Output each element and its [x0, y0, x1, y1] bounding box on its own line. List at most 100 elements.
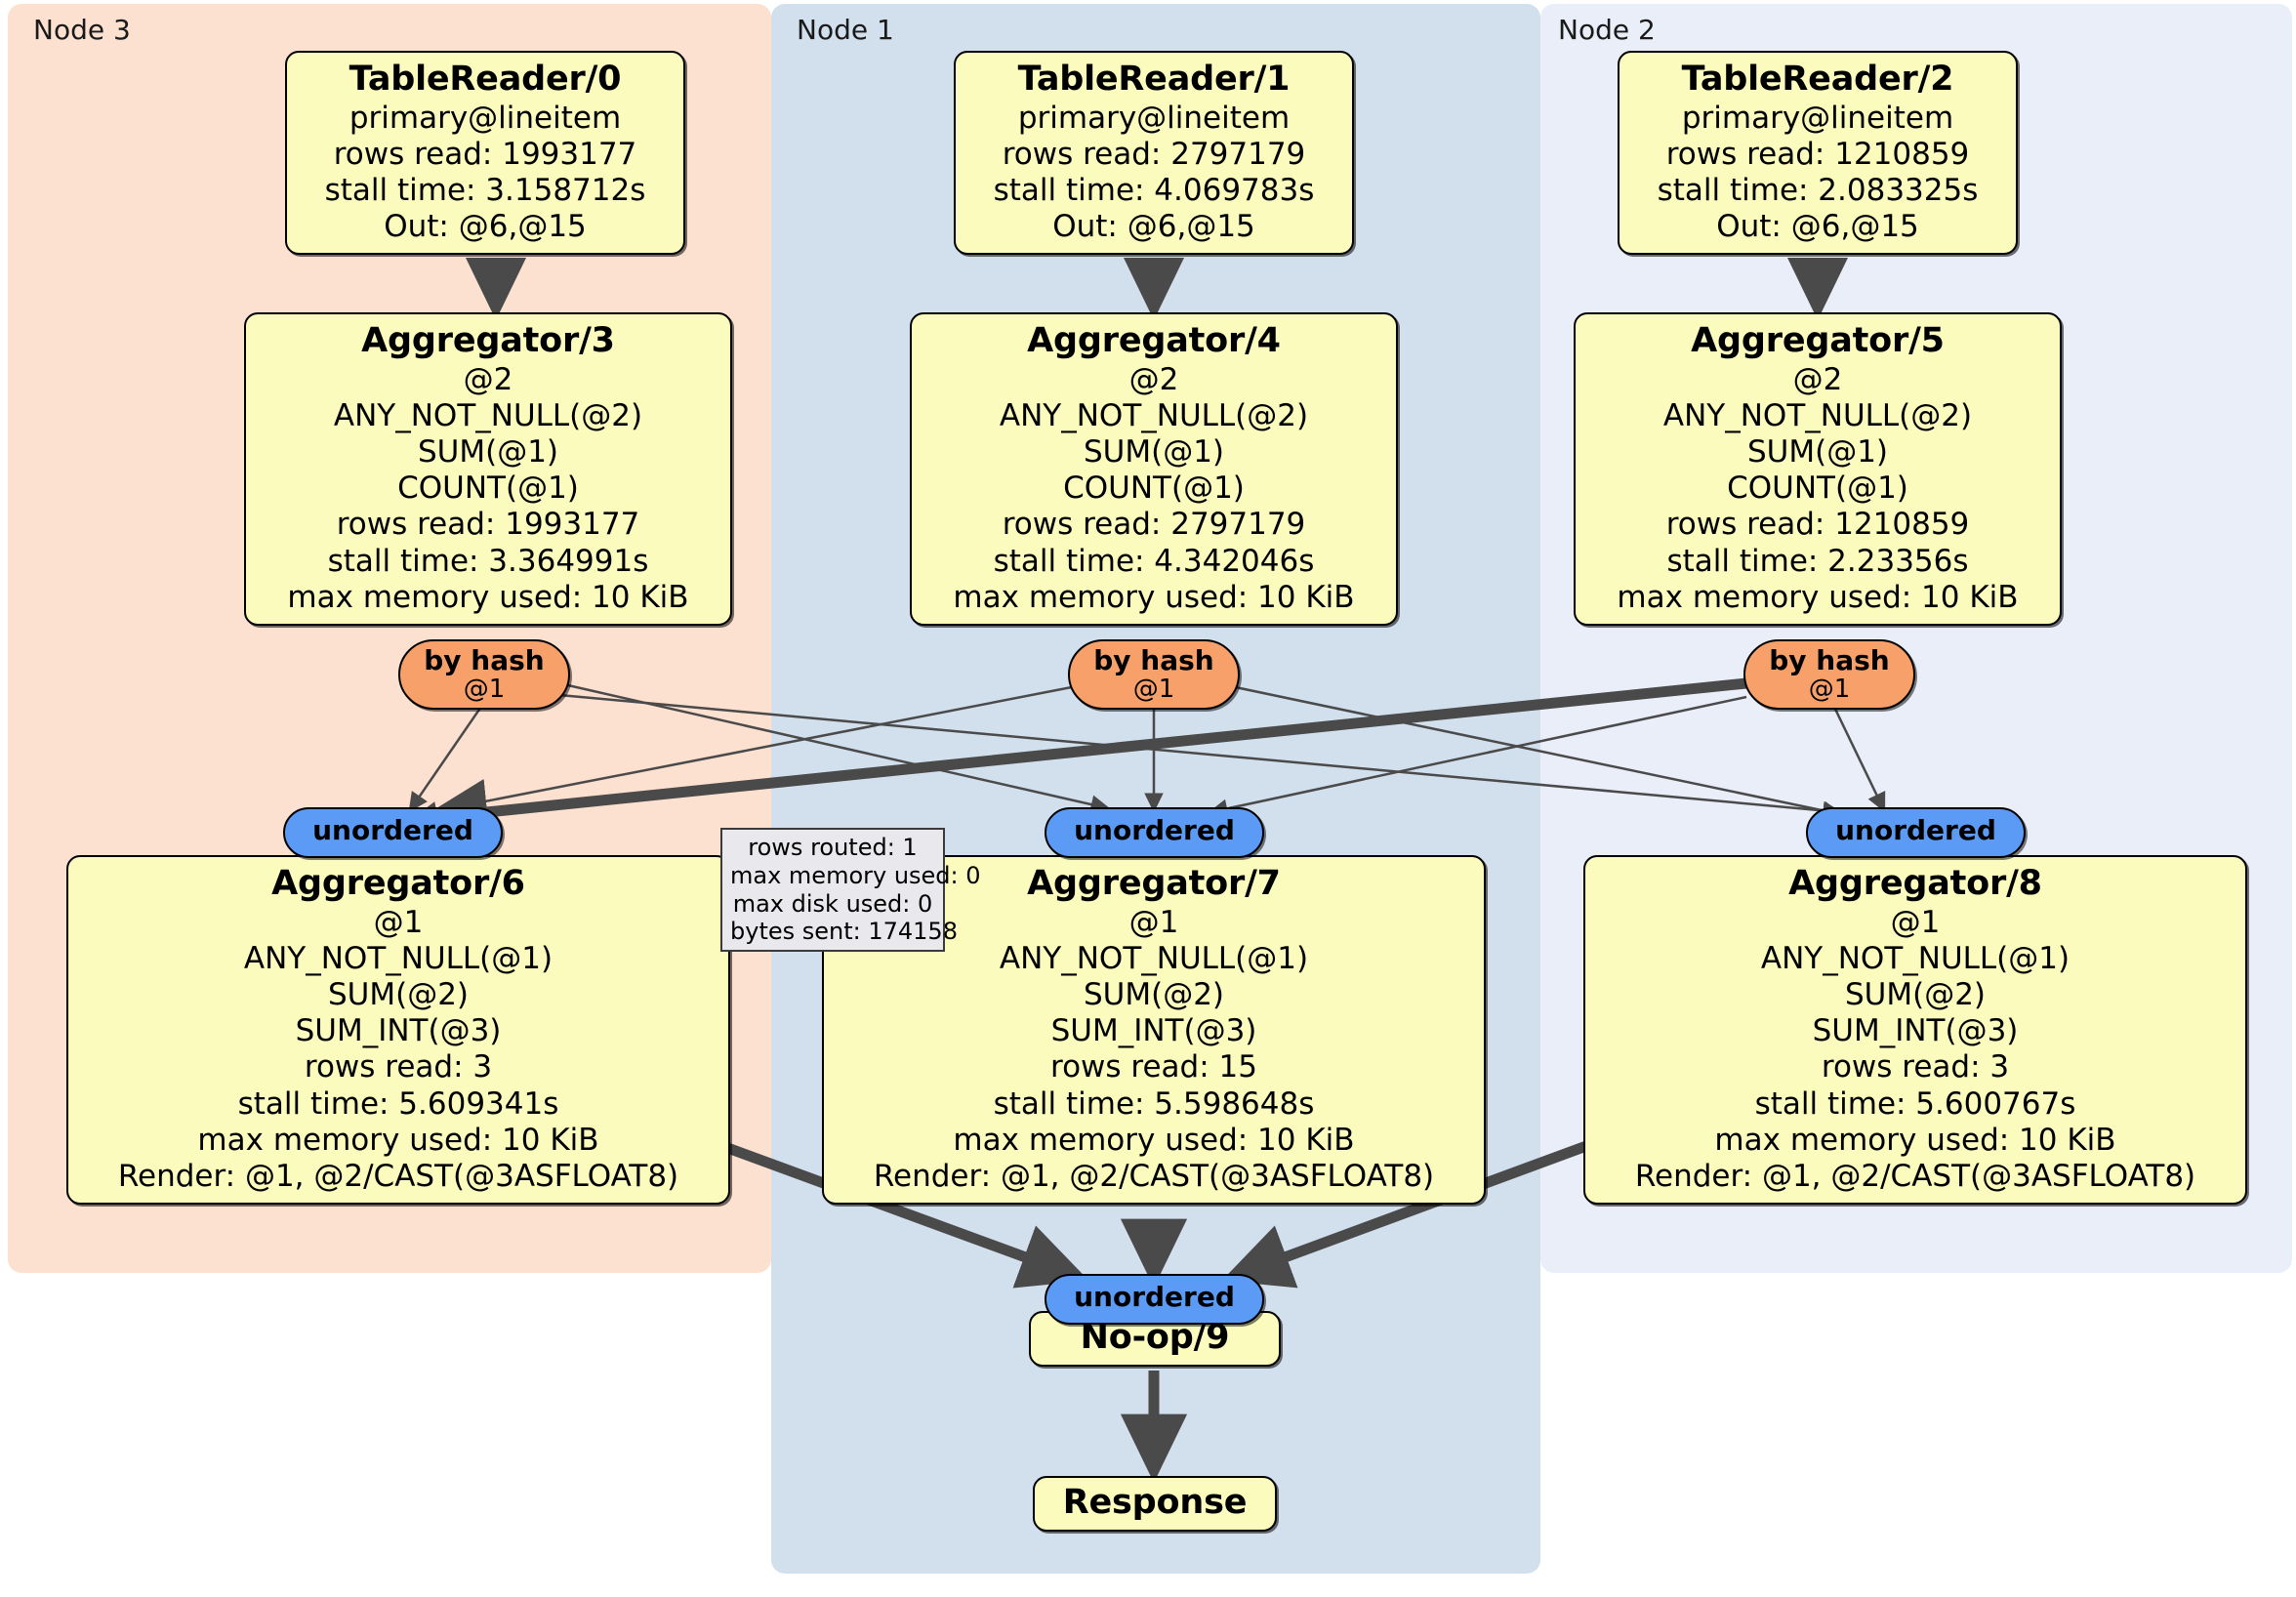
- processor-detail-line: max memory used: 10 KiB: [197, 1122, 599, 1158]
- processor-detail-line: SUM_INT(@3): [1812, 1013, 2019, 1049]
- processor-aggregator-8[interactable]: Aggregator/8 @1 ANY_NOT_NULL(@1) SUM(@2)…: [1583, 855, 2247, 1206]
- processor-detail-line: max memory used: 10 KiB: [953, 579, 1355, 615]
- processor-detail-line: @1: [1128, 904, 1179, 940]
- processor-detail-line: Render: @1, @2/CAST(@3ASFLOAT8): [117, 1159, 679, 1194]
- synchronizer-label: unordered: [1835, 814, 1996, 846]
- processor-detail-line: rows read: 3: [304, 1049, 493, 1085]
- processor-tablereader-0[interactable]: TableReader/0 primary@lineitem rows read…: [285, 51, 685, 256]
- processor-detail-line: rows read: 15: [1050, 1049, 1257, 1085]
- edge-stats-line: max memory used: 0: [730, 861, 981, 889]
- router-label: by hash: [424, 644, 545, 676]
- processor-detail-line: stall time: 5.600767s: [1754, 1085, 2076, 1122]
- processor-detail-line: ANY_NOT_NULL(@1): [1760, 940, 2070, 976]
- processor-detail-line: primary@lineitem: [348, 100, 622, 136]
- processor-detail-line: primary@lineitem: [1681, 100, 1954, 136]
- edge-stats-line: max disk used: 0: [732, 889, 933, 918]
- processor-detail-line: ANY_NOT_NULL(@1): [999, 940, 1309, 976]
- processor-detail-line: SUM(@2): [1083, 977, 1225, 1013]
- synchronizer-unordered-aggregator6[interactable]: unordered: [283, 807, 503, 858]
- processor-title: Response: [1062, 1483, 1248, 1522]
- processor-detail-line: Out: @6,@15: [1716, 209, 1919, 245]
- processor-detail-line: rows read: 1210859: [1665, 507, 1970, 543]
- processor-detail-line: stall time: 5.609341s: [237, 1085, 559, 1122]
- processor-tablereader-1[interactable]: TableReader/1 primary@lineitem rows read…: [954, 51, 1354, 256]
- processor-detail-line: @1: [1890, 904, 1941, 940]
- processor-detail-line: COUNT(@1): [1063, 471, 1245, 507]
- processor-detail-line: SUM_INT(@3): [295, 1013, 502, 1049]
- synchronizer-label: unordered: [312, 814, 473, 846]
- node-panel-label-node1: Node 1: [797, 14, 894, 46]
- edge-stats-line: rows routed: 1: [748, 834, 918, 861]
- processor-detail-line: ANY_NOT_NULL(@1): [243, 940, 554, 976]
- processor-detail-line: max memory used: 10 KiB: [953, 1122, 1355, 1158]
- processor-detail-line: ANY_NOT_NULL(@2): [999, 397, 1309, 433]
- processor-detail-line: @1: [373, 904, 424, 940]
- processor-detail-line: max memory used: 10 KiB: [1617, 579, 2019, 615]
- processor-detail-line: SUM(@1): [417, 434, 559, 471]
- processor-tablereader-2[interactable]: TableReader/2 primary@lineitem rows read…: [1618, 51, 2018, 256]
- processor-detail-line: Out: @6,@15: [384, 209, 587, 245]
- processor-title: Aggregator/5: [1691, 321, 1945, 360]
- processor-detail-line: SUM(@1): [1083, 434, 1225, 471]
- processor-detail-line: SUM(@1): [1746, 434, 1889, 471]
- processor-title: TableReader/1: [1017, 60, 1291, 99]
- processor-detail-line: rows read: 3: [1821, 1049, 2010, 1085]
- processor-detail-line: rows read: 1210859: [1665, 136, 1970, 172]
- processor-detail-line: SUM(@2): [1844, 977, 1987, 1013]
- synchronizer-unordered-aggregator8[interactable]: unordered: [1806, 807, 2026, 858]
- processor-aggregator-3[interactable]: Aggregator/3 @2 ANY_NOT_NULL(@2) SUM(@1)…: [244, 312, 732, 626]
- processor-title: TableReader/0: [348, 60, 622, 99]
- router-by-hash-aggregator3[interactable]: by hash @1: [398, 639, 570, 710]
- router-sublabel: @1: [1808, 675, 1851, 705]
- router-label: by hash: [1093, 644, 1214, 676]
- edge-stats-box: rows routed: 1 max memory used: 0 max di…: [720, 828, 981, 953]
- processor-aggregator-6[interactable]: Aggregator/6 @1 ANY_NOT_NULL(@1) SUM(@2)…: [66, 855, 730, 1206]
- processor-title: Aggregator/3: [361, 321, 615, 360]
- router-label: by hash: [1769, 644, 1890, 676]
- processor-detail-line: rows read: 2797179: [1002, 136, 1306, 172]
- processor-aggregator-4[interactable]: Aggregator/4 @2 ANY_NOT_NULL(@2) SUM(@1)…: [910, 312, 1398, 626]
- processor-title: Aggregator/4: [1027, 321, 1281, 360]
- processor-detail-line: @2: [1792, 361, 1843, 397]
- processor-detail-line: COUNT(@1): [1727, 471, 1908, 507]
- processor-title: Aggregator/6: [271, 864, 525, 903]
- synchronizer-label: unordered: [1074, 814, 1235, 846]
- processor-detail-line: Render: @1, @2/CAST(@3ASFLOAT8): [1634, 1159, 2196, 1194]
- processor-detail-line: stall time: 4.342046s: [993, 543, 1315, 579]
- processor-detail-line: SUM(@2): [327, 977, 470, 1013]
- processor-detail-line: rows read: 2797179: [1002, 507, 1306, 543]
- node-panel-label-node3: Node 3: [33, 14, 131, 46]
- processor-detail-line: primary@lineitem: [1017, 100, 1291, 136]
- processor-title: Aggregator/8: [1788, 864, 2042, 903]
- processor-detail-line: @2: [463, 361, 513, 397]
- processor-detail-line: stall time: 2.083325s: [1657, 173, 1979, 209]
- synchronizer-unordered-noop9[interactable]: unordered: [1045, 1274, 1264, 1325]
- processor-detail-line: stall time: 2.23356s: [1666, 543, 1969, 579]
- processor-detail-line: ANY_NOT_NULL(@2): [1662, 397, 1973, 433]
- processor-title: TableReader/2: [1681, 60, 1954, 99]
- processor-detail-line: COUNT(@1): [397, 471, 579, 507]
- synchronizer-unordered-aggregator7[interactable]: unordered: [1045, 807, 1264, 858]
- processor-detail-line: Render: @1, @2/CAST(@3ASFLOAT8): [873, 1159, 1435, 1194]
- edge-stats-line: bytes sent: 174158: [730, 918, 958, 946]
- router-sublabel: @1: [463, 675, 506, 705]
- processor-detail-line: stall time: 3.364991s: [327, 543, 649, 579]
- processor-detail-line: Out: @6,@15: [1052, 209, 1255, 245]
- processor-detail-line: rows read: 1993177: [336, 507, 640, 543]
- processor-response[interactable]: Response: [1033, 1476, 1277, 1532]
- processor-aggregator-5[interactable]: Aggregator/5 @2 ANY_NOT_NULL(@2) SUM(@1)…: [1574, 312, 2062, 626]
- processor-detail-line: SUM_INT(@3): [1050, 1013, 1257, 1049]
- router-by-hash-aggregator5[interactable]: by hash @1: [1743, 639, 1915, 710]
- processor-title: Aggregator/7: [1027, 864, 1281, 903]
- node-panel-label-node2: Node 2: [1558, 14, 1656, 46]
- synchronizer-label: unordered: [1074, 1281, 1235, 1313]
- processor-detail-line: ANY_NOT_NULL(@2): [333, 397, 643, 433]
- router-sublabel: @1: [1132, 675, 1175, 705]
- processor-detail-line: stall time: 4.069783s: [993, 173, 1315, 209]
- processor-detail-line: rows read: 1993177: [333, 136, 637, 172]
- router-by-hash-aggregator4[interactable]: by hash @1: [1068, 639, 1240, 710]
- processor-detail-line: @2: [1128, 361, 1179, 397]
- processor-detail-line: max memory used: 10 KiB: [287, 579, 689, 615]
- processor-detail-line: max memory used: 10 KiB: [1714, 1122, 2116, 1158]
